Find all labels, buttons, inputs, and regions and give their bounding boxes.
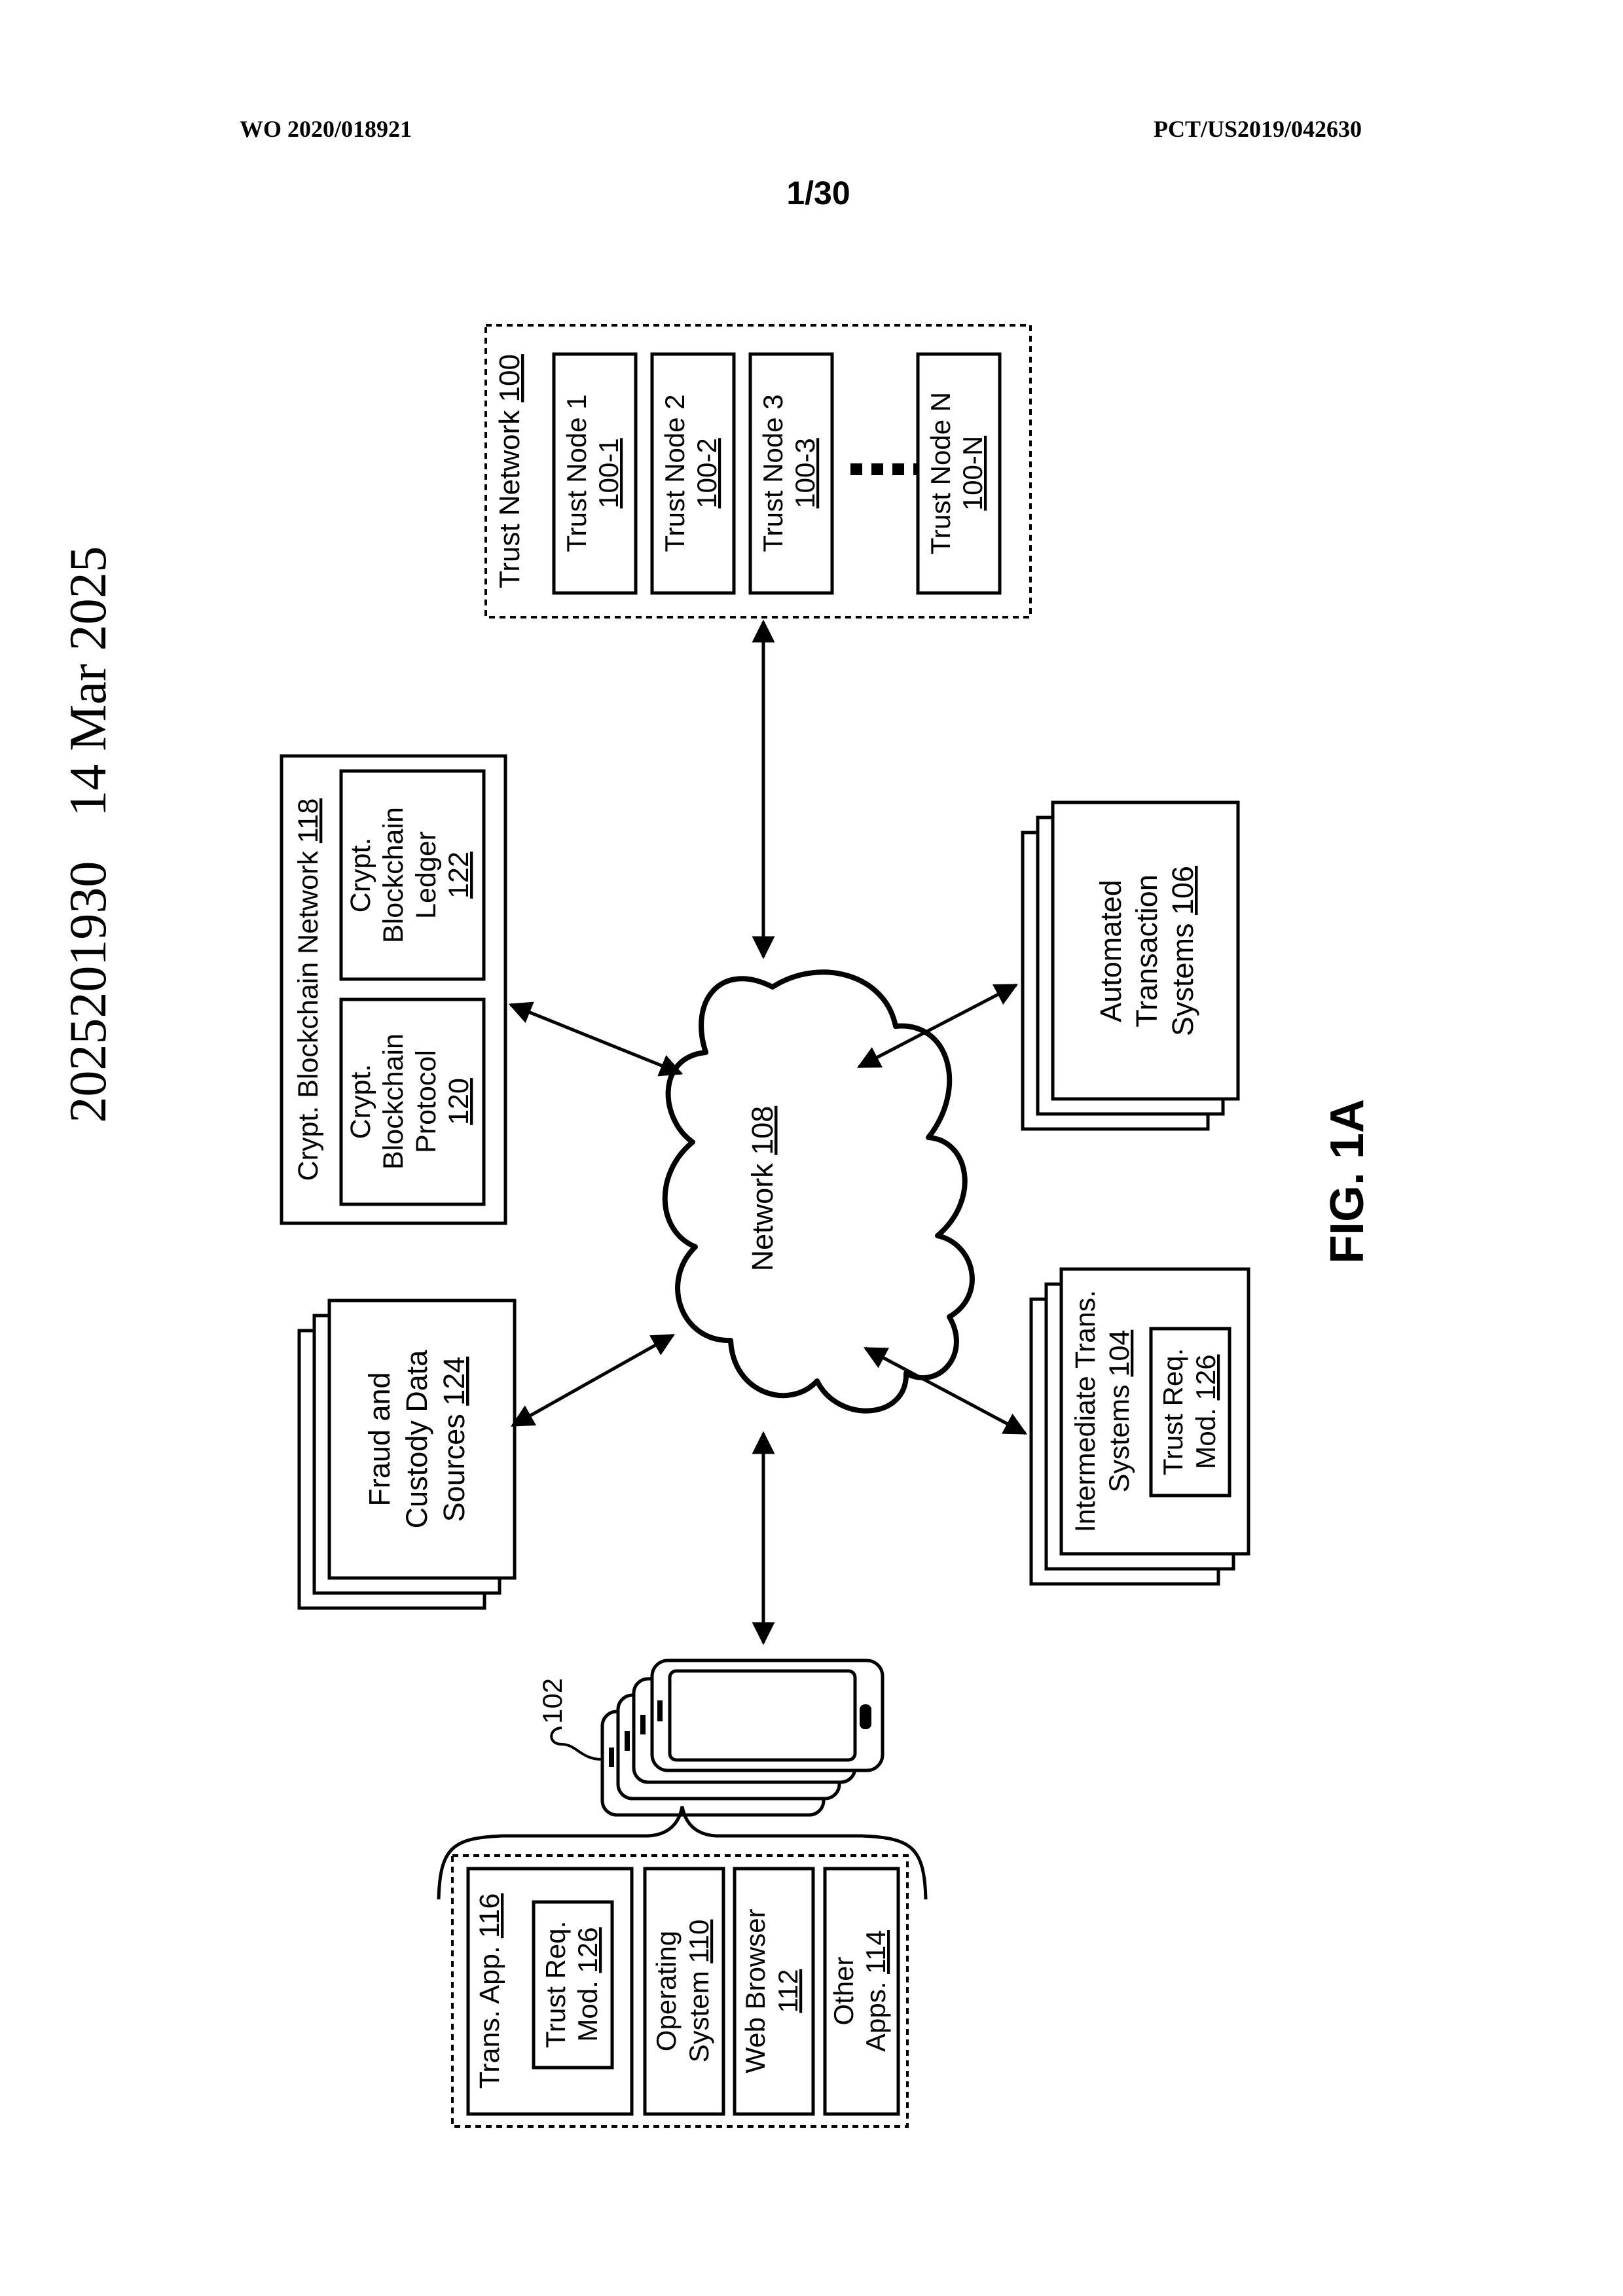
blockchain-ledger-line3: Ledger xyxy=(410,831,442,919)
trust-node-1-name: Trust Node 1 xyxy=(561,394,592,552)
blockchain-ledger-ref: 122 xyxy=(443,852,475,899)
trust-node-n-ref: 100-N xyxy=(957,436,988,511)
device-side-button xyxy=(657,1700,663,1721)
arrow-network-blockchain xyxy=(511,1005,681,1073)
other-apps-line2: Apps. 114 xyxy=(860,1930,891,2052)
trust-network-label: Trust Network 100 xyxy=(494,354,526,588)
figure-label: FIG. 1A xyxy=(1321,1099,1374,1264)
trust-network-group: Trust Network 100 Trust Node 1 100-1 Tru… xyxy=(486,325,1030,617)
trans-app-module-line1: Trust Req. xyxy=(540,1921,571,2049)
web-browser-ref: 112 xyxy=(773,1969,803,2013)
blockchain-protocol-line1: Crypt. xyxy=(345,1064,376,1139)
trust-node-1-ref: 100-1 xyxy=(593,438,624,508)
trust-node-n-name: Trust Node N xyxy=(925,392,956,554)
trans-app-label: Trans. App. 116 xyxy=(474,1893,505,2089)
device-software-group: Trans. App. 116 Trust Req. Mod. 126 Oper… xyxy=(452,1856,907,2126)
blockchain-protocol-line2: Blockchain xyxy=(378,1033,409,1170)
blockchain-protocol-line3: Protocol xyxy=(410,1050,442,1153)
trust-node-3-name: Trust Node 3 xyxy=(757,394,788,552)
web-browser-line1: Web Browser xyxy=(740,1909,771,2073)
trust-node-3-ref: 100-3 xyxy=(790,438,820,508)
trust-node-2-ref: 100-2 xyxy=(691,438,722,508)
network-cloud-group: Network 108 xyxy=(665,972,972,1410)
network-cloud-shape xyxy=(665,972,972,1410)
intermediate-line2: Systems 104 xyxy=(1104,1330,1135,1493)
intermediate-line1: Intermediate Trans. xyxy=(1070,1290,1101,1532)
other-apps-line1: Other xyxy=(828,1956,859,2025)
device-ref-leader xyxy=(551,1728,601,1759)
device-ref: 102 xyxy=(537,1678,568,1724)
trans-app-module-line2: Mod. 126 xyxy=(572,1927,603,2041)
fraud-custody-line3: Sources 124 xyxy=(437,1357,471,1522)
operating-system-line1: Operating xyxy=(651,1931,682,2051)
user-devices-group: 102 xyxy=(439,1660,926,1899)
intermediate-module-line1: Trust Req. xyxy=(1158,1348,1188,1476)
operating-system-line2: System 110 xyxy=(684,1920,714,2063)
intermediate-trans-group: Intermediate Trans. Systems 104 Trust Re… xyxy=(1031,1269,1249,1584)
network-label: Network 108 xyxy=(746,1106,779,1272)
automated-line2: Transaction xyxy=(1130,874,1163,1027)
automated-transaction-group: Automated Transaction Systems 106 xyxy=(1023,802,1238,1129)
arrow-network-fraud xyxy=(513,1335,673,1426)
blockchain-ledger-line2: Blockchain xyxy=(378,807,409,943)
automated-line3: Systems 106 xyxy=(1166,866,1199,1036)
blockchain-network-label: Crypt. Blockchain Network 118 xyxy=(293,798,324,1181)
device-home-button xyxy=(860,1704,871,1729)
intermediate-module-line2: Mod. 126 xyxy=(1190,1354,1221,1469)
automated-line1: Automated xyxy=(1094,880,1127,1022)
device-side-button xyxy=(609,1748,614,1767)
blockchain-protocol-ref: 120 xyxy=(443,1078,475,1125)
device-side-button xyxy=(625,1731,630,1751)
trust-node-2-name: Trust Node 2 xyxy=(659,394,690,552)
fraud-custody-line1: Fraud and xyxy=(363,1372,396,1506)
blockchain-ledger-line1: Crypt. xyxy=(345,838,376,913)
fraud-custody-line2: Custody Data xyxy=(400,1350,433,1529)
blockchain-network-group: Crypt. Blockchain Network 118 Crypt. Blo… xyxy=(282,756,505,1223)
device-screen xyxy=(670,1671,855,1760)
device-side-button xyxy=(640,1715,646,1734)
fraud-custody-group: Fraud and Custody Data Sources 124 xyxy=(299,1300,515,1608)
ellipsis-dots xyxy=(850,463,925,475)
